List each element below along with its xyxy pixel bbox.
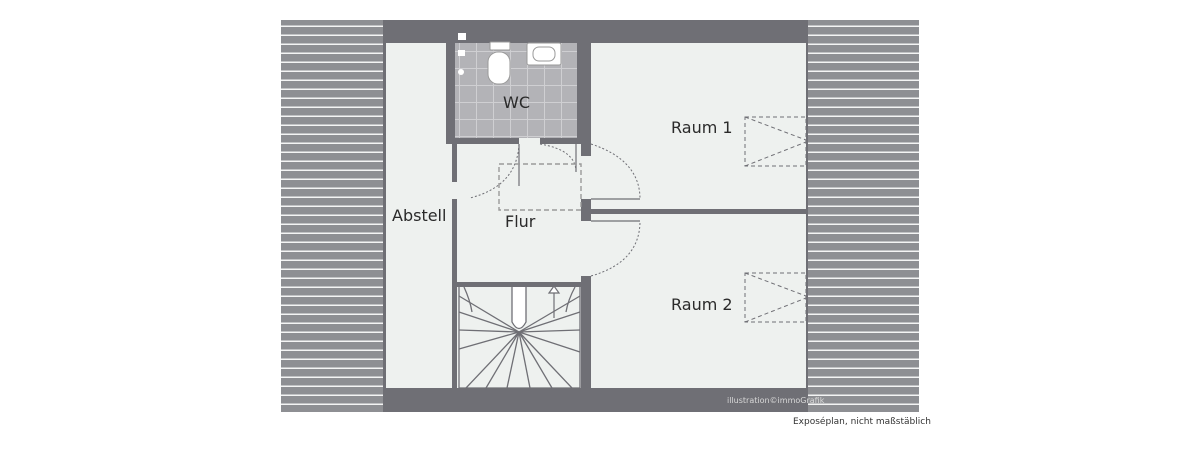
illustration-credit: illustration©immoGrafik [727, 396, 825, 405]
toilet-fixture [487, 41, 511, 85]
room-label-raum-1: Raum 1 [671, 118, 733, 137]
plan-caption: Exposéplan, nicht maßstäblich [793, 417, 931, 427]
stair-arrow [547, 284, 561, 318]
skylight-raum-1 [744, 116, 807, 167]
room-label-abstell: Abstell [392, 206, 447, 225]
attic-hatch [498, 163, 582, 211]
door-leaves [518, 144, 640, 222]
room-label-raum-2: Raum 2 [671, 295, 733, 314]
skylight-raum-2 [744, 272, 807, 323]
staircase [458, 286, 581, 389]
washbasin-fixture [526, 42, 562, 66]
shelf-marks [458, 33, 466, 75]
roof-slope-right [808, 20, 919, 412]
room-label-flur: Flur [505, 212, 536, 231]
room-label-wc: WC [503, 93, 530, 112]
door-swings [469, 143, 641, 277]
roof-slope-left [281, 20, 383, 412]
